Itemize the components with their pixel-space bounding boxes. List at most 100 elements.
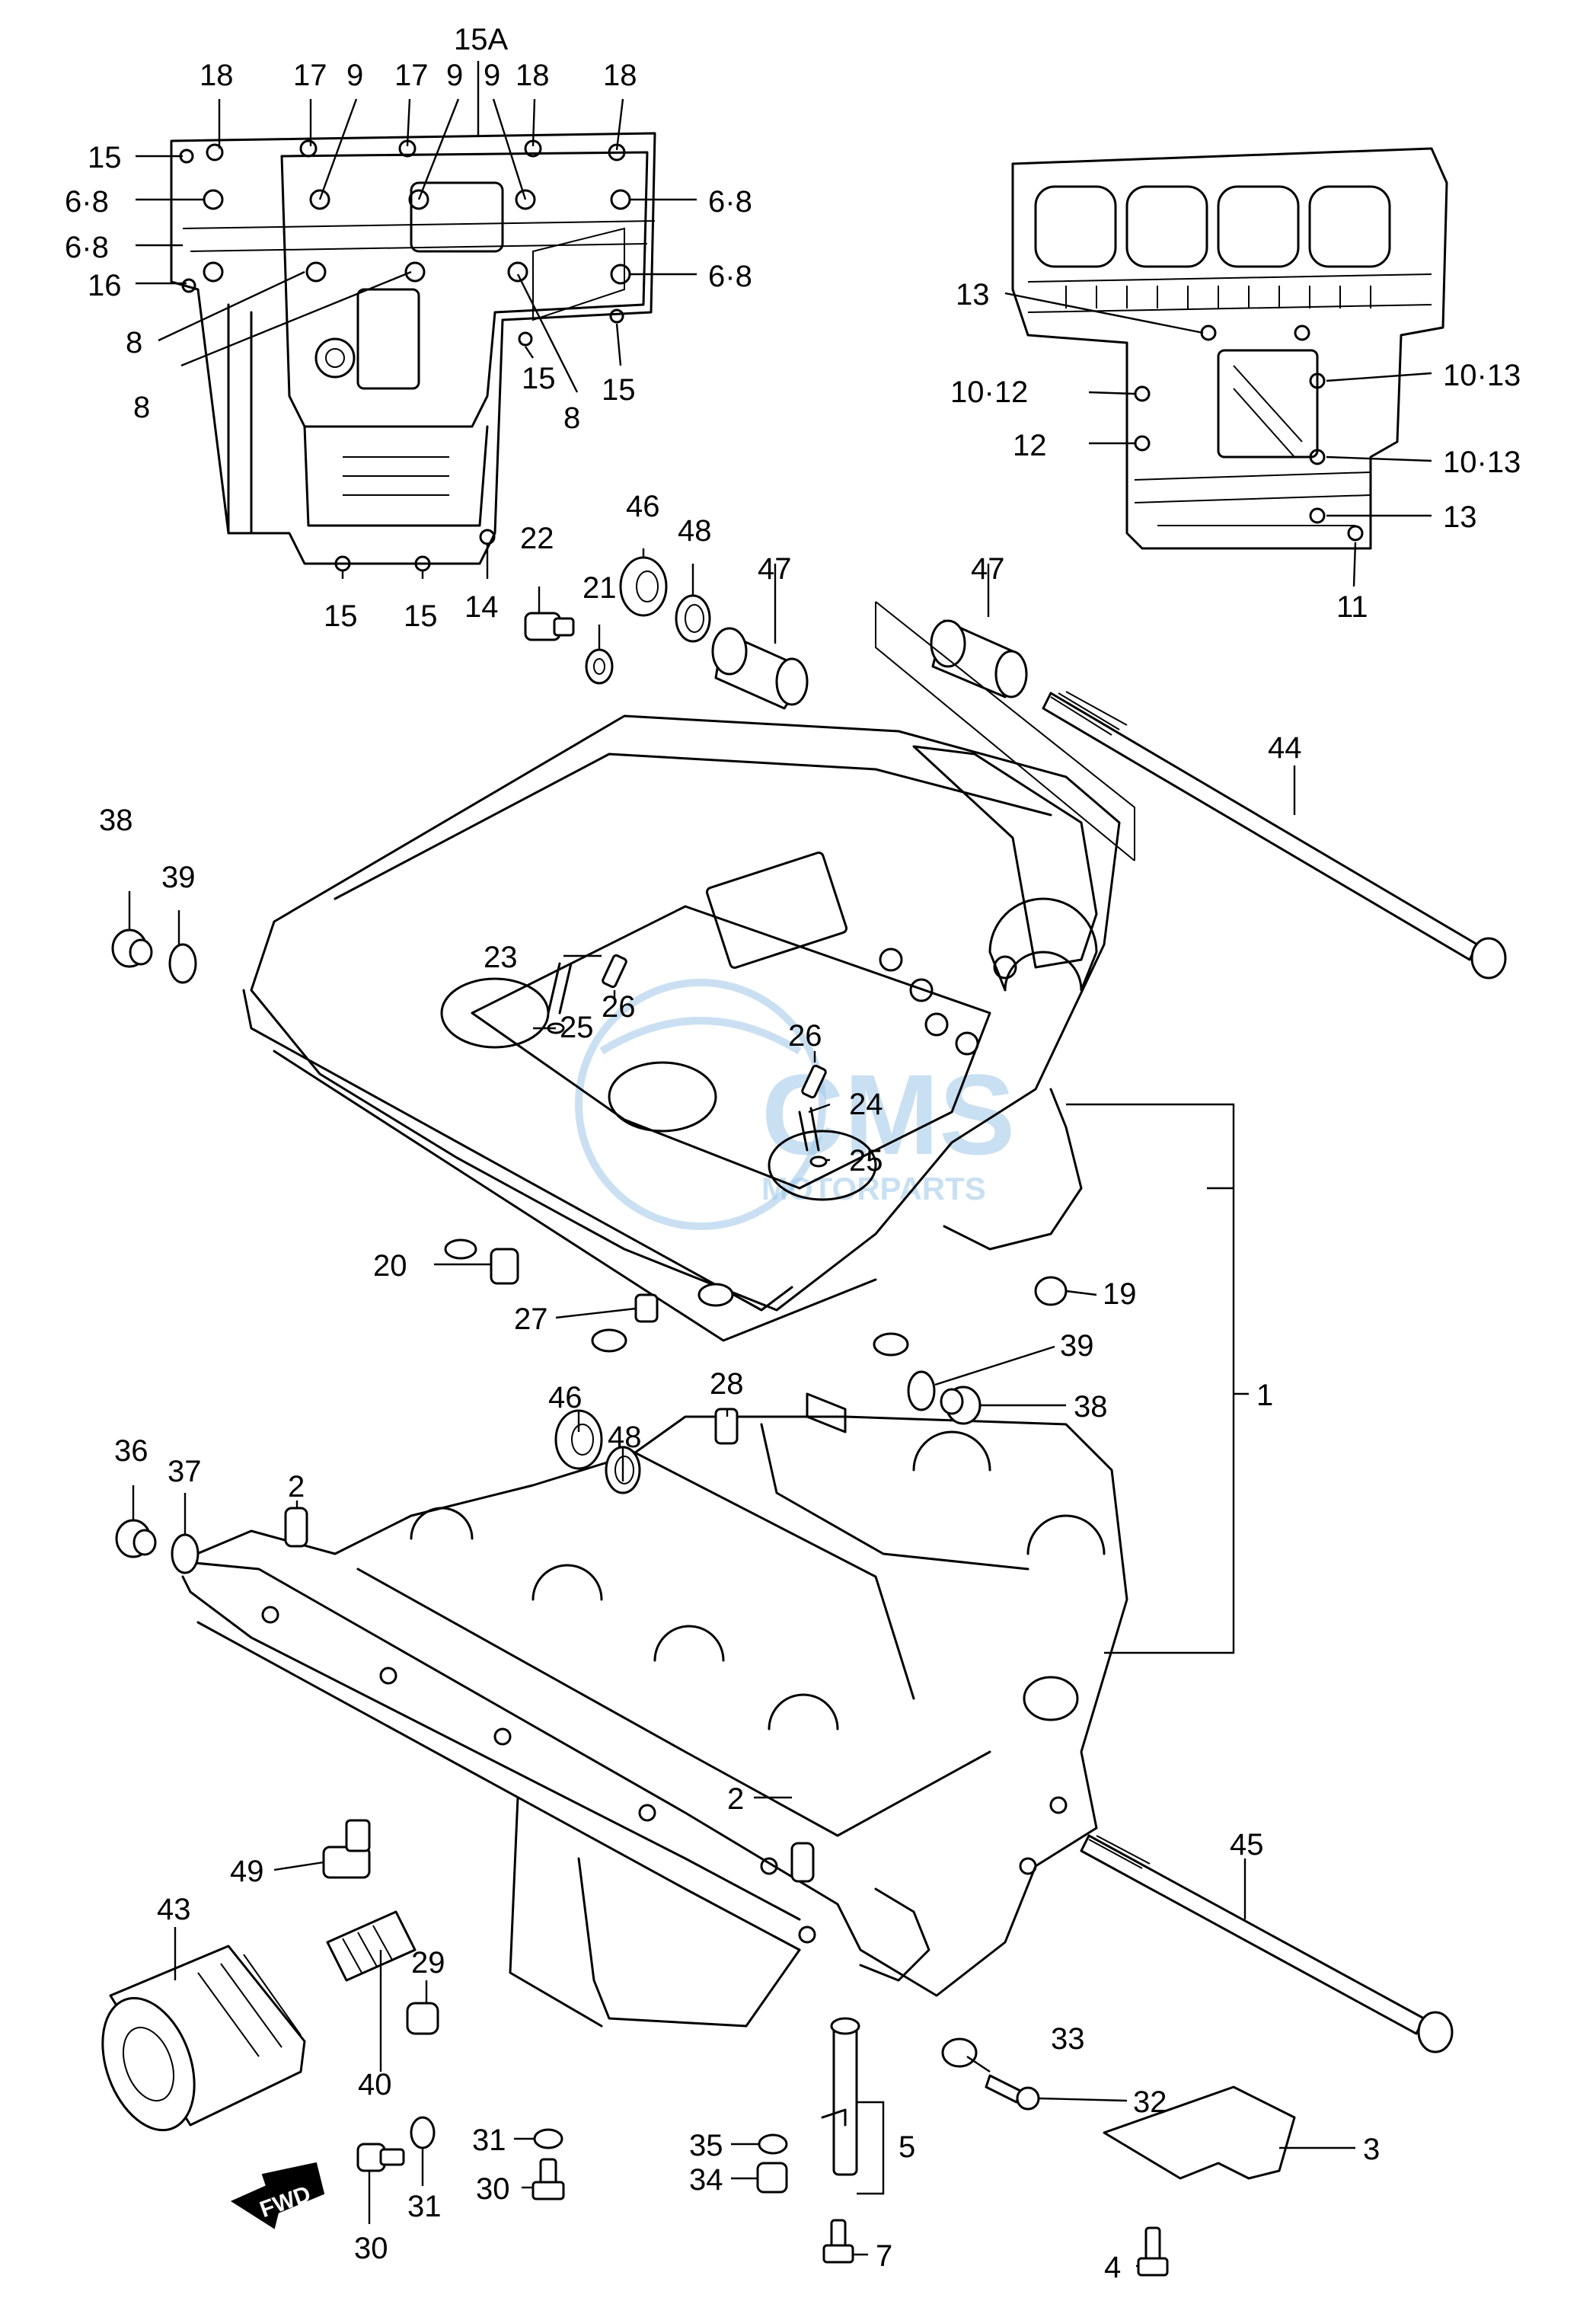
ring-48	[675, 594, 711, 643]
callout: 6·8	[708, 260, 752, 293]
callout: 39	[1060, 1329, 1094, 1363]
callout: 27	[514, 1302, 548, 1336]
callout: 18	[516, 59, 550, 92]
callout: 26	[602, 990, 636, 1024]
callout: 25	[560, 1011, 594, 1044]
washer-33	[941, 2037, 978, 2068]
callout: 48	[678, 514, 712, 548]
cylinder-bores	[1034, 185, 1391, 268]
callout: 6·8	[708, 185, 752, 219]
callout: 17	[293, 59, 327, 92]
callout: 28	[710, 1367, 744, 1401]
callout: 17	[394, 59, 429, 92]
callout: 2	[727, 1782, 744, 1816]
callout: 46	[548, 1381, 583, 1414]
bolt-32	[985, 2074, 1040, 2111]
pipe-40	[326, 1910, 417, 1982]
fwd-arrow-icon: FWD	[230, 2162, 325, 2229]
callout: 38	[99, 804, 133, 837]
callout: 12	[1013, 429, 1047, 462]
cover-3	[1103, 2085, 1296, 2180]
callout: 43	[157, 1893, 191, 1926]
upper-crankcase-top-view	[1011, 147, 1448, 550]
washer-37	[171, 1533, 200, 1574]
callout: 13	[1443, 500, 1477, 534]
callout: 6·8	[65, 231, 109, 264]
oil-filter-43	[101, 1945, 306, 2132]
plug-38-b	[940, 1385, 982, 1425]
callout: 2	[288, 1470, 305, 1504]
callout: 10·13	[1443, 359, 1521, 392]
callout: 38	[1074, 1390, 1108, 1424]
oring-25-b	[809, 1155, 828, 1168]
callout: 1	[1256, 1379, 1273, 1412]
plug-bolt-22	[524, 612, 575, 641]
callout: 10·12	[950, 376, 1028, 409]
callout: 24	[849, 1088, 883, 1121]
callout: 30	[476, 2172, 510, 2206]
plug-36	[115, 1519, 157, 1558]
bolt-26-b	[801, 1064, 827, 1099]
callout: 10·13	[1443, 446, 1521, 479]
callout: 5	[899, 2130, 915, 2164]
callout: 29	[411, 1946, 445, 1980]
dowel-2-b	[790, 1842, 815, 1883]
bolt-7	[822, 2219, 854, 2264]
callout: 36	[114, 1434, 148, 1468]
callout: 18	[603, 59, 637, 92]
upper-crankcase-bottom-view	[170, 132, 656, 572]
callout: 18	[200, 59, 234, 92]
callout: 21	[583, 571, 617, 605]
washer-31-b	[533, 2128, 563, 2149]
ring-35	[758, 2133, 788, 2155]
callout: 8	[133, 391, 150, 424]
callout: 32	[1133, 2085, 1167, 2119]
long-bolt-45	[1080, 1834, 1454, 2053]
callout: 26	[788, 1019, 822, 1053]
callout: 3	[1363, 2133, 1380, 2166]
callout: 35	[689, 2129, 723, 2162]
callout: 25	[849, 1144, 883, 1178]
callout-labels: 18 17 9 17 9 15A 9 18 18 15 6·8 6·8 16 8…	[65, 23, 1521, 2284]
cap-29	[406, 2002, 439, 2035]
callout: 8	[126, 326, 142, 360]
callout: 16	[88, 269, 122, 302]
dowel-2-a	[284, 1507, 308, 1548]
callout: 6·8	[65, 185, 109, 219]
long-bolt-44	[1042, 691, 1507, 980]
callout: 47	[758, 552, 792, 586]
callout: 23	[484, 941, 518, 974]
bolt-holes-top-left	[179, 139, 631, 572]
plug-38-a	[111, 928, 153, 968]
watermark: CMS MOTORPARTS	[575, 979, 1015, 1230]
plug-34	[756, 2162, 788, 2194]
watermark-brand: CMS	[761, 1050, 1015, 1178]
loose-parts	[101, 556, 1507, 2277]
callout: 15	[522, 362, 556, 395]
callout: 7	[876, 2239, 892, 2273]
callout: 31	[407, 2190, 442, 2223]
oil-jet-23	[547, 962, 573, 1015]
callout: 46	[626, 490, 660, 523]
washer-31-a	[410, 2116, 436, 2149]
leader-lines	[128, 61, 1432, 2267]
callout: 30	[354, 2232, 388, 2265]
callout: 34	[689, 2163, 723, 2197]
washer-21	[585, 648, 614, 685]
upper-crankcase-isometric	[242, 714, 1121, 1357]
plug-27	[634, 1293, 659, 1323]
bolt-4	[1137, 2226, 1169, 2277]
callout: 33	[1051, 2022, 1085, 2056]
callout: 8	[563, 401, 580, 435]
callout: 14	[464, 590, 499, 624]
callout: 15	[602, 373, 636, 407]
callout: 39	[161, 861, 196, 894]
callout: 4	[1104, 2251, 1121, 2284]
drain-plug-30-a	[356, 2143, 405, 2172]
callout: 47	[971, 552, 1005, 586]
callout: 37	[168, 1455, 202, 1488]
lower-crankcase-isometric	[177, 1392, 1128, 2028]
bolt-26-a	[602, 954, 627, 989]
callout: 9	[346, 59, 363, 92]
